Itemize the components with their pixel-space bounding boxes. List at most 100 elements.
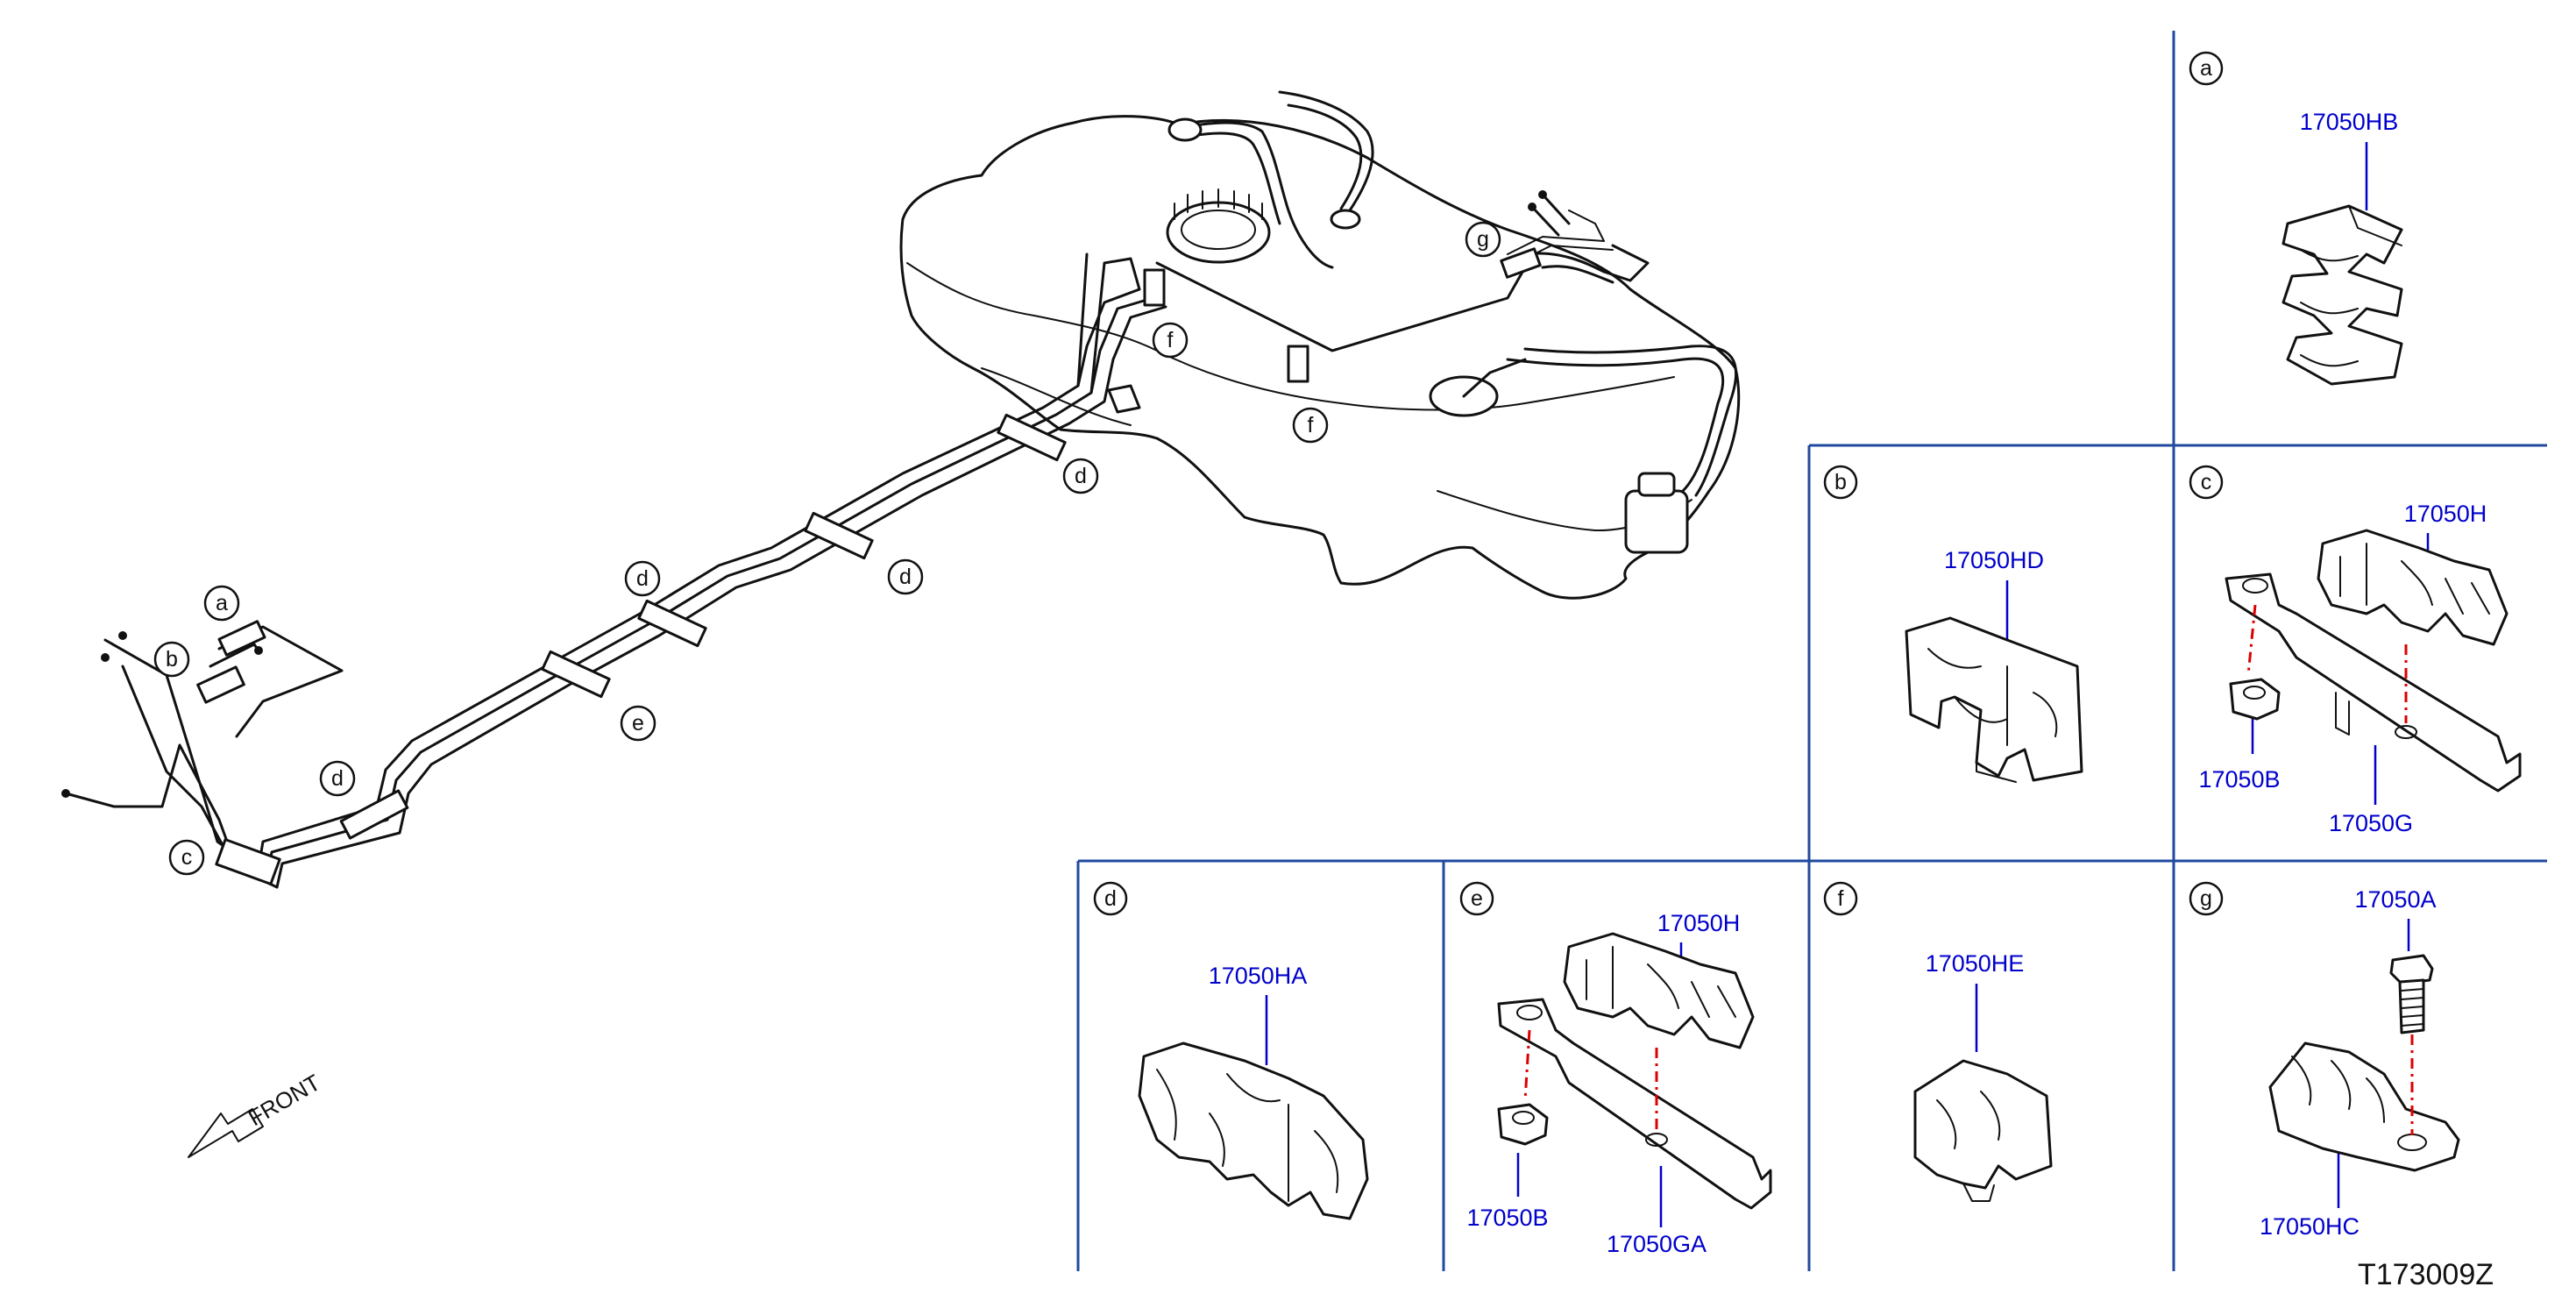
panel-letter-circle: [1823, 881, 1858, 916]
callout-circle: [1062, 458, 1099, 494]
panel-a: a 17050HB: [2189, 51, 2403, 386]
panel-f: f 17050HE: [1823, 881, 2053, 1202]
callout-letter: d: [899, 565, 912, 589]
clip-17050H-drawing: [2317, 529, 2509, 646]
fuel-tank-drawing: [899, 90, 1741, 600]
panel-letter: g: [2200, 886, 2212, 911]
part-number-label: 17050B: [2198, 766, 2280, 793]
panel-d: d 17050HA: [1093, 881, 1369, 1220]
clamp-f: [1287, 345, 1309, 383]
vent-fitting: [1330, 209, 1361, 230]
part-number-label: 17050HA: [1209, 963, 1308, 989]
clamp-f: [1143, 268, 1166, 307]
line-end-dot: [101, 653, 110, 662]
clip-17050HE-drawing: [1913, 1059, 2053, 1202]
panel-letter-circle: [2189, 51, 2224, 86]
part-number-label: 17050G: [2329, 810, 2413, 836]
panel-letter: b: [1834, 470, 1847, 494]
part-number-label: 17050H: [2404, 501, 2487, 527]
callout-g-main: g: [1465, 221, 1501, 258]
panel-letter: e: [1471, 886, 1483, 911]
callout-d-main-3: d: [624, 560, 661, 597]
nut-17050B-e-drawing: [1497, 1103, 1549, 1146]
tank-side-pipes: [1506, 345, 1738, 497]
part-number-label: 17050HB: [2300, 109, 2399, 135]
part-number-label: 17050HC: [2260, 1213, 2360, 1240]
callout-letter: c: [181, 845, 193, 870]
fuel-line-bundle: [61, 190, 1614, 889]
nut-17050B-drawing: [2229, 678, 2281, 721]
callout-letter: d: [331, 766, 344, 791]
callout-letter: d: [636, 566, 649, 591]
callout-letter: f: [1308, 413, 1314, 437]
callout-d-main-2: d: [887, 558, 924, 595]
callout-circle: [1292, 407, 1329, 444]
clip-17050H-e-drawing: [1563, 932, 1755, 1049]
panel-letter-circle: [2189, 465, 2224, 500]
callout-circle: [153, 641, 190, 678]
panel-letter-circle: [1823, 465, 1858, 500]
callout-c-main: c: [168, 839, 205, 876]
clamp-bundle: [339, 789, 409, 840]
bracket-17050GA-drawing: [1497, 998, 1772, 1210]
callout-d-main-1: d: [1062, 458, 1099, 494]
part-number-label: 17050A: [2354, 886, 2436, 913]
fuel-tank-ridge: [906, 262, 1675, 411]
clip-17050HC-drawing: [2268, 1042, 2460, 1172]
front-indicator: FRONT: [188, 1069, 325, 1158]
panel-c: c 17050H 17050B 17050G: [2189, 465, 2522, 836]
right-top-tubes: [1523, 244, 1650, 284]
panel-e: e 17050H 17050B 17050GA: [1459, 881, 1772, 1257]
diagram-code: T173009Z: [2358, 1258, 2494, 1291]
line-end-dot: [61, 789, 70, 798]
main-callouts: a b c d d d d e f f g: [153, 221, 1501, 876]
panel-letter-circle: [2189, 881, 2224, 916]
callout-f-main-2: f: [1292, 407, 1329, 444]
part-number-label: 17050HE: [1926, 950, 2025, 977]
front-arrow-icon: [188, 1108, 264, 1158]
fuel-line-3: [275, 305, 1167, 889]
bolt-17050A-drawing: [2389, 954, 2434, 1034]
callout-letter: a: [216, 591, 228, 615]
sender-pipe: [1462, 358, 1527, 398]
vent-hose: [1278, 90, 1374, 212]
rear-line-end-2: [1530, 205, 1560, 237]
part-number-label: 17050HD: [1944, 547, 2044, 573]
fuel-pump-ring: [1166, 201, 1271, 264]
callout-circle: [1152, 322, 1189, 359]
clip-17050HA-drawing: [1138, 1042, 1369, 1220]
clamp-g: [1500, 247, 1542, 279]
fuel-pump-ring-inner: [1181, 210, 1256, 250]
clamp-bundle: [804, 511, 874, 560]
panel-letter-circle: [1093, 881, 1128, 916]
callout-circle: [887, 558, 924, 595]
part-number-label: 17050B: [1466, 1205, 1548, 1231]
panel-letter-circle: [1459, 881, 1494, 916]
callout-circle: [620, 705, 656, 742]
clamp-bundle: [541, 650, 611, 699]
filler-hose: [1182, 121, 1334, 269]
panel-grid: [1076, 31, 2547, 1271]
canister: [1624, 489, 1689, 554]
callout-letter: e: [632, 711, 644, 736]
fuel-line-upper: [1076, 252, 1527, 395]
callout-d-main-4: d: [319, 760, 356, 797]
hose-fitting: [1167, 117, 1203, 142]
callout-letter: b: [166, 647, 178, 672]
callout-letter: g: [1477, 227, 1489, 252]
callout-letter: f: [1167, 328, 1174, 352]
panel-letter: d: [1104, 886, 1117, 911]
callout-f-main-1: f: [1152, 322, 1189, 359]
fuel-pump-teeth: [1174, 188, 1263, 220]
callout-e-main: e: [620, 705, 656, 742]
line-end-dot: [118, 631, 127, 640]
callout-circle: [624, 560, 661, 597]
canister-cap: [1637, 472, 1676, 497]
callout-a-main: a: [203, 585, 240, 622]
panel-b: b 17050HD: [1823, 465, 2083, 783]
panel-letter: f: [1838, 886, 1844, 911]
part-number-label: 17050GA: [1607, 1231, 1707, 1257]
panel-letter: c: [2201, 470, 2212, 494]
fuel-line-1: [257, 288, 1141, 870]
